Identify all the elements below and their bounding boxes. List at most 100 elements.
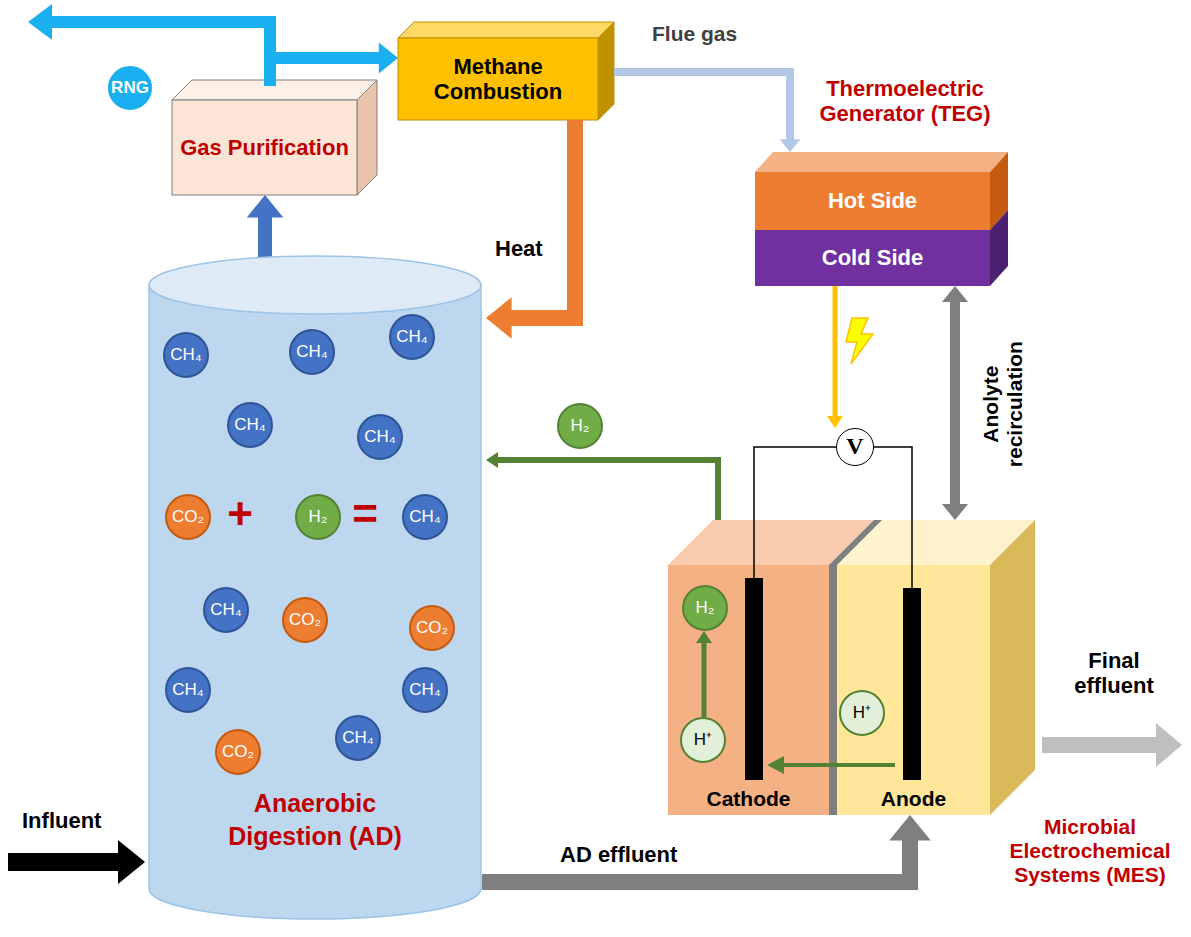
flow-arrow — [942, 286, 968, 520]
node-text: Anode — [837, 787, 990, 811]
proton-arrowhead — [767, 756, 784, 774]
arrowhead — [942, 286, 968, 302]
arrowhead — [827, 416, 843, 428]
node-text: Cathode — [668, 787, 829, 811]
arrowhead — [942, 504, 968, 520]
cylinder-body — [149, 285, 481, 919]
node-text: H₂ — [309, 507, 328, 527]
node-text: V — [846, 433, 863, 461]
arrowhead — [247, 195, 283, 217]
node-text: Gas Purification — [180, 135, 349, 160]
molecule-circle: H⁺ — [839, 690, 885, 736]
process-box: Methane Combustion — [398, 38, 598, 120]
component-title: Microbial Electrochemical Systems (MES) — [995, 815, 1185, 887]
teg-top — [755, 152, 1008, 172]
molecule-circle: CH₄ — [402, 667, 448, 713]
node-text: CO₂ — [289, 610, 321, 630]
node-text: CO₂ — [222, 742, 254, 762]
component-title: Thermoelectric Generator (TEG) — [800, 76, 1010, 127]
molecule-circle: H₂ — [557, 403, 603, 449]
molecule-circle: CO₂ — [165, 494, 211, 540]
membrane — [829, 520, 882, 815]
molecule-circle: CH₄ — [163, 332, 209, 378]
rng-arrowhead — [28, 4, 52, 40]
node-text: CH₄ — [364, 427, 396, 447]
anode-side — [990, 520, 1035, 815]
voltmeter-symbol: V — [836, 428, 874, 466]
flow-line — [511, 120, 575, 318]
molecule-circle: CH₄ — [357, 414, 403, 460]
node-text: CO₂ — [416, 618, 448, 638]
molecule-circle: CH₄ — [203, 587, 249, 633]
node-text: CH₄ — [409, 680, 441, 700]
wire — [874, 447, 912, 590]
molecule-circle: CO₂ — [409, 605, 455, 651]
molecule-circle: CH₄ — [389, 314, 435, 360]
box-top — [398, 22, 614, 38]
node-text: H⁺ — [694, 730, 712, 750]
anode-face — [837, 565, 990, 815]
node-text: Anaerobic Digestion (AD) — [205, 787, 425, 852]
molecule-circle: H₂ — [295, 494, 341, 540]
arrowhead — [486, 297, 512, 339]
molecule-circle: H⁺ — [680, 717, 726, 763]
node-text: Cold Side — [822, 245, 923, 270]
edge-label: Flue gas — [652, 22, 762, 46]
node-text: CO₂ — [172, 507, 204, 527]
node-text: CH₄ — [210, 600, 242, 620]
electrode-chamber: Anode H⁺ — [837, 565, 990, 815]
electrode-chamber: Cathode H₂ H⁺ — [668, 565, 829, 815]
node-text: Methane Combustion — [406, 54, 590, 105]
molecule-circle: CO₂ — [282, 597, 328, 643]
edge-label: Anolyte recirculation — [979, 329, 1027, 479]
flow-arrow — [486, 120, 575, 339]
node-text: CH₄ — [396, 327, 428, 347]
flow-line — [497, 460, 718, 520]
arrowhead — [379, 42, 398, 73]
digester-tank: Anaerobic Digestion (AD) CH₄ CH₄ CH₄ CH₄ CH₄ C… — [148, 255, 482, 920]
box-side — [357, 80, 377, 195]
molecule-circle: CH₄ — [165, 667, 211, 713]
node-text: CH₄ — [172, 680, 204, 700]
edge-label: AD effluent — [560, 842, 710, 867]
flow-line — [482, 840, 910, 882]
flow-arrow — [827, 286, 843, 428]
equation-sign: + — [225, 492, 255, 536]
molecule-circle: H₂ — [682, 585, 728, 631]
product-circle: RNG — [108, 66, 152, 110]
rng-pipe — [50, 22, 270, 66]
node-text: CH₄ — [234, 415, 266, 435]
node-text: Hot Side — [828, 188, 917, 213]
effluent-arrow — [1042, 737, 1158, 753]
arrowhead — [889, 815, 931, 841]
hot-face — [755, 172, 990, 230]
flow-arrow — [270, 42, 398, 86]
molecule-circle: CH₄ — [335, 715, 381, 761]
process-box: Gas Purification — [172, 100, 357, 195]
cathode-top — [668, 520, 874, 565]
node-text: CH₄ — [409, 507, 441, 527]
node-text: H₂ — [696, 598, 715, 618]
molecule-circle: CO₂ — [215, 729, 261, 775]
teg-side — [990, 152, 1008, 230]
molecule-circle: CH₄ — [289, 329, 335, 375]
teg-layer: Hot Side — [755, 172, 990, 230]
flow-arrow — [614, 72, 800, 152]
equation-sign: = — [350, 492, 380, 536]
teg-side — [990, 210, 1008, 286]
teg-layer: Cold Side — [755, 230, 990, 286]
box-front — [398, 38, 598, 120]
arrowhead — [696, 631, 712, 643]
flow-line — [614, 72, 790, 140]
node-text: CH₄ — [342, 728, 374, 748]
arrowhead — [780, 139, 801, 152]
box-front — [172, 100, 357, 195]
influent-arrow — [8, 853, 120, 871]
flow-arrow — [696, 631, 712, 717]
anode-top — [837, 520, 1035, 565]
box-top — [172, 80, 377, 100]
cylinder-top — [149, 256, 481, 314]
node-text: H₂ — [571, 416, 590, 436]
flow-line — [270, 58, 380, 86]
